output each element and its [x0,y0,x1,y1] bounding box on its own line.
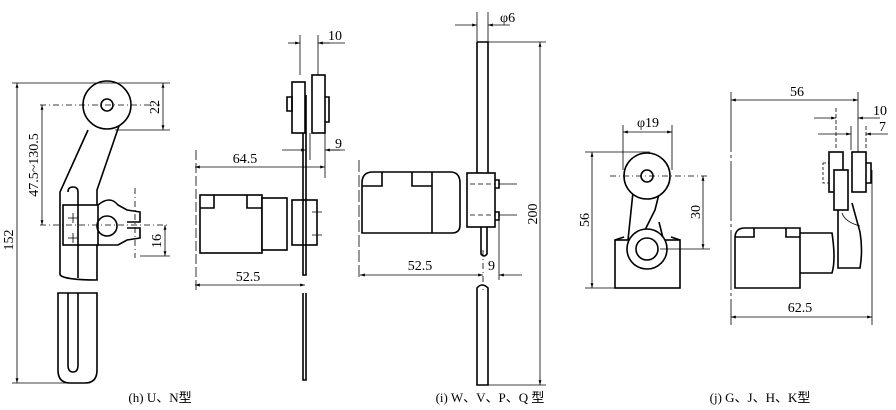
figure-h-front-view: 152 47.5~130.5 22 16 [2,80,170,384]
switch-body [199,194,263,254]
caption-h: (h) U、N型 [128,390,191,405]
mount-tab [291,199,318,246]
dim-j-height: 56 [578,213,593,227]
rod-lower [476,284,489,386]
roller-j-b [851,151,867,193]
dim-h-total-height: 152 [2,230,17,251]
dim-h-fork: 16 [150,234,165,248]
dim-j-roller-gap: 7 [879,120,886,135]
body-notches [200,195,262,209]
rod-clamp [466,172,496,228]
clamp-bolt [96,215,118,237]
roller-a [291,81,306,134]
dim-i-rod-dia: φ6 [500,11,515,26]
figure-i: φ6 200 52.5 9 [358,11,546,386]
dim-h-roller-offset: 22 [148,100,163,114]
lever-j-side [837,200,863,269]
switch-head [261,197,288,251]
slot-bottom [67,293,79,373]
dim-i-rod-length: 200 [526,204,541,225]
dim-h-roller-width: 10 [328,29,342,44]
dim-h-arm-range: 47.5~130.5 [27,133,42,197]
dim-j-roller-dia: φ19 [637,116,659,131]
pivot-j [635,237,659,261]
switch-body-i [361,171,461,234]
dim-h-width-body: 52.5 [236,270,261,285]
slot-top [67,186,79,278]
figure-h-side-view: 10 9 64.5 52.5 [194,29,345,381]
dim-i-width-body: 52.5 [408,259,433,274]
dim-h-offset: 9 [335,137,342,152]
dim-j-width-total: 62.5 [788,301,813,316]
figure-j-front-view: φ19 56 30 [578,116,710,289]
lever-upper-end [59,245,98,281]
switch-head-j [800,232,835,274]
lever-arm-left-edge [59,129,89,275]
roller-b [311,74,326,134]
rod-middle [480,227,488,257]
lever-plate [302,95,307,381]
rod-upper [476,41,489,173]
dim-i-offset: 9 [488,259,495,274]
dim-j-roller-width: 10 [873,104,887,119]
caption-i: (i) W、V、P、Q 型 [436,390,545,405]
caption-j: (j) G、J、H、K型 [710,390,811,405]
screw-marks [68,213,78,243]
dim-j-width-top: 56 [790,85,804,100]
dim-j-arm: 30 [689,205,704,219]
dim-h-width-top: 64.5 [233,152,258,167]
figure-j-side-view: 56 10 7 62.5 [730,85,888,325]
clamp-fork [97,199,141,246]
